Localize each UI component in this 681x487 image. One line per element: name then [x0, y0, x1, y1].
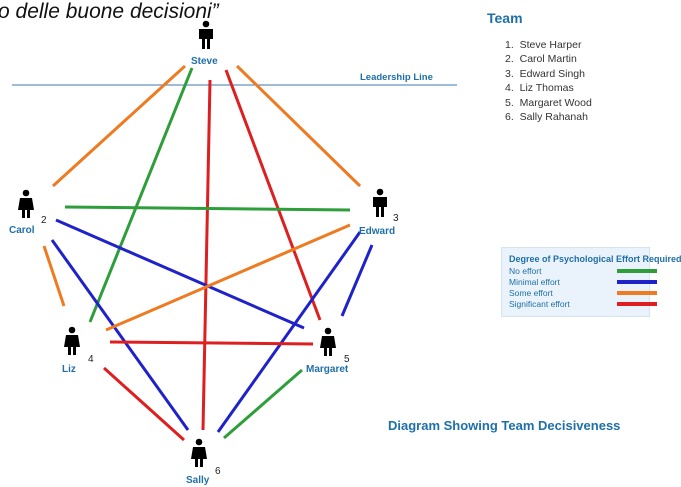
- connection-liz-margaret: [109, 340, 314, 346]
- team-title: Team: [487, 10, 523, 26]
- connection-carol-edward: [64, 205, 351, 212]
- legend-label-significant-effort: Significant effort: [509, 299, 570, 309]
- team-list: 1. Steve Harper 2. Carol Martin 3. Edwar…: [505, 38, 592, 124]
- legend-swatch-minimal-effort: [617, 280, 657, 284]
- node-number-liz: 4: [88, 354, 94, 365]
- connection-margaret-sally: [223, 368, 303, 440]
- person-icon-liz: [64, 326, 80, 355]
- node-label-edward: Edward: [359, 226, 396, 237]
- team-member-5: 5. Margaret Wood: [505, 96, 592, 109]
- effort-legend: Degree of Psychological Effort Required …: [501, 247, 681, 317]
- connection-edward-margaret: [340, 244, 374, 317]
- node-label-steve: Steve: [191, 56, 218, 67]
- person-icon-steve: [199, 20, 213, 49]
- legend-title: Degree of Psychological Effort Required: [509, 254, 681, 264]
- legend-swatch-some-effort: [617, 291, 657, 295]
- connection-steve-edward: [235, 64, 362, 188]
- connection-liz-sally: [102, 366, 186, 442]
- node-label-carol: Carol: [9, 225, 35, 236]
- node-label-liz: Liz: [62, 364, 76, 375]
- leadership-line-label: Leadership Line: [360, 72, 433, 83]
- node-number-sally: 6: [215, 466, 221, 477]
- connection-steve-carol: [51, 64, 187, 188]
- team-member-4: 4. Liz Thomas: [505, 82, 574, 95]
- legend-swatch-no-effort: [617, 269, 657, 273]
- node-number-edward: 3: [393, 213, 399, 224]
- team-member-3: 3. Edward Singh: [505, 67, 585, 80]
- legend-swatch-significant-effort: [617, 302, 657, 306]
- person-icon-sally: [191, 438, 207, 467]
- person-icon-carol: [18, 189, 34, 218]
- connection-edward-sally: [216, 231, 362, 433]
- node-label-sally: Sally: [186, 475, 210, 486]
- node-label-margaret: Margaret: [306, 364, 349, 375]
- legend-label-no-effort: No effort: [509, 266, 542, 276]
- team-member-2: 2. Carol Martin: [505, 53, 577, 66]
- team-member-6: 6. Sally Rahanah: [505, 111, 588, 124]
- connection-steve-liz: [88, 67, 194, 323]
- legend-label-minimal-effort: Minimal effort: [509, 277, 560, 287]
- quote-text: o delle buone decisioni”: [0, 0, 219, 23]
- connection-carol-margaret: [55, 218, 305, 330]
- connection-carol-liz: [42, 245, 66, 307]
- person-icon-edward: [373, 188, 387, 217]
- legend-label-some-effort: Some effort: [509, 288, 553, 298]
- connection-steve-margaret: [224, 69, 322, 321]
- connection-carol-sally: [50, 239, 190, 431]
- diagram-caption: Diagram Showing Team Decisiveness: [388, 418, 621, 433]
- person-icon-margaret: [320, 327, 336, 356]
- connection-edward-liz: [105, 223, 351, 332]
- connection-steve-sally: [201, 79, 212, 431]
- team-member-1: 1. Steve Harper: [505, 39, 582, 51]
- node-number-carol: 2: [41, 215, 47, 226]
- node-number-margaret: 5: [344, 354, 350, 365]
